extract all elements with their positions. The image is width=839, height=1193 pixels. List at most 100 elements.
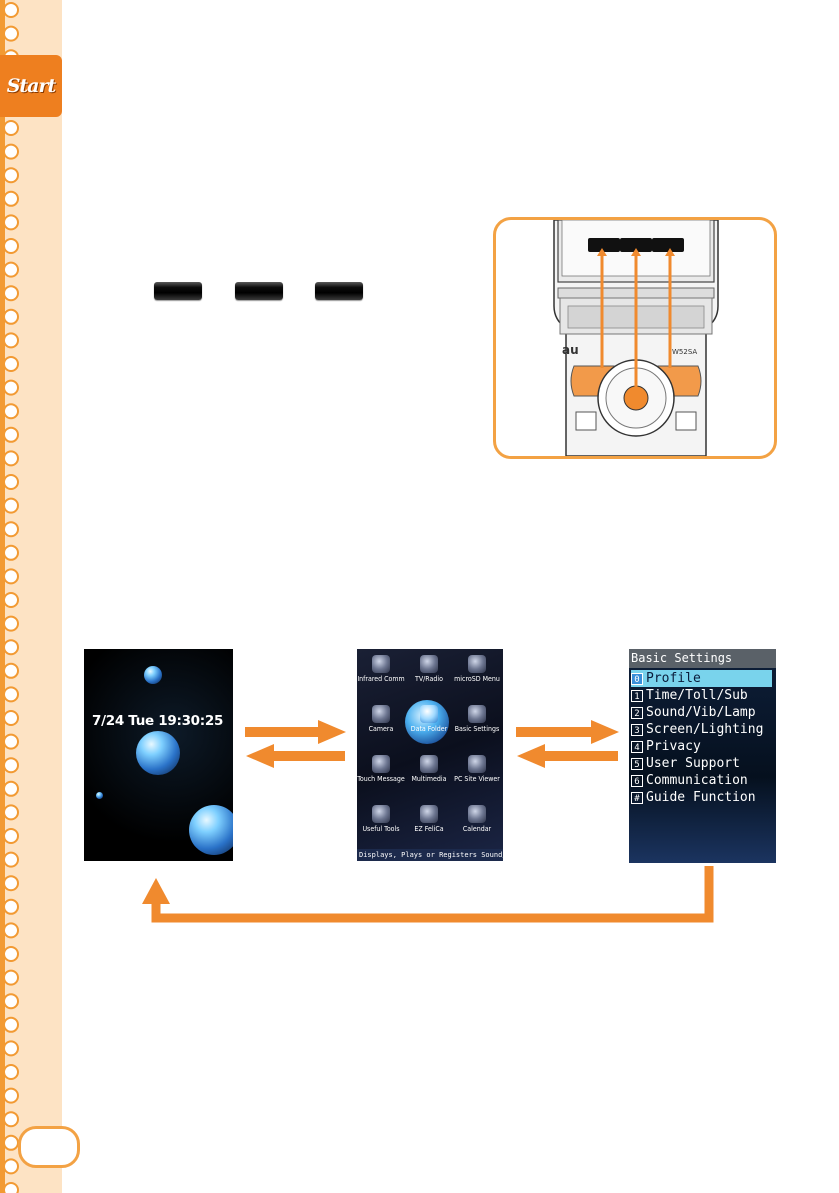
menu-item-touch-message[interactable]: Touch Message (357, 751, 405, 799)
menu-item-label: Camera (368, 725, 394, 733)
menu-item-multimedia[interactable]: Multimedia (405, 751, 453, 799)
menu-item-camera[interactable]: Camera (357, 701, 405, 749)
phone-keypad-drawing: au W52SA (553, 220, 719, 456)
binder-ring (3, 733, 19, 750)
main-menu-screen: Infrared Comm TV/Radio microSD Menu Came… (357, 649, 503, 861)
menu-item-label: Data Folder (410, 725, 448, 733)
bubble-decoration (136, 731, 180, 775)
settings-item-guide-function[interactable]: #Guide Function (631, 789, 776, 806)
standby-screen: 7/24 Tue 19:30:25 (84, 649, 233, 861)
toolbox-icon (372, 805, 390, 823)
binder-ring (3, 120, 19, 136)
menu-item-basic-settings[interactable]: Basic Settings (453, 701, 501, 749)
folder-icon (420, 705, 438, 723)
tv-icon (420, 655, 438, 673)
menu-item-tv-radio[interactable]: TV/Radio (405, 651, 453, 699)
menu-item-label: Infrared Comm (357, 675, 405, 683)
menu-item-infrared-comm[interactable]: Infrared Comm (357, 651, 405, 699)
settings-item-label: Sound/Vib/Lamp (646, 705, 756, 720)
binder-ring (3, 757, 19, 774)
menu-item-label: Useful Tools (362, 825, 400, 833)
binder-ring (3, 969, 19, 986)
menu-item-pc-site-viewer[interactable]: PC Site Viewer (453, 751, 501, 799)
menu-item-microsd-menu[interactable]: microSD Menu (453, 651, 501, 699)
start-tab: Start (0, 55, 62, 117)
multimedia-icon (420, 755, 438, 773)
binder-ring (3, 25, 19, 42)
binder-ring (3, 214, 19, 231)
menu-item-label: Calendar (462, 825, 492, 833)
binder-ring (3, 474, 19, 490)
binder-ring (3, 780, 19, 797)
message-icon (372, 755, 390, 773)
menu-item-ez-felica[interactable]: EZ FeliCa (405, 801, 453, 849)
binder-ring (3, 710, 19, 726)
menu-grid: Infrared Comm TV/Radio microSD Menu Came… (357, 651, 503, 849)
soft-key-bar-center (235, 282, 283, 300)
binder-ring (3, 497, 19, 514)
settings-item-label: Profile (646, 671, 701, 686)
strip-stripe (0, 0, 5, 1193)
binder-ring (3, 662, 19, 679)
item-number: # (631, 791, 643, 804)
gear-icon (468, 705, 486, 723)
binder-ring (3, 1158, 19, 1175)
settings-item-label: Communication (646, 773, 748, 788)
item-number: 2 (631, 706, 643, 719)
binder-ring (3, 1182, 19, 1193)
binder-ring (3, 851, 19, 868)
binder-ring (3, 143, 19, 160)
binder-ring (3, 450, 19, 467)
svg-text:au: au (562, 343, 579, 357)
arrow-right-standby-to-menu (245, 720, 346, 744)
binder-ring (3, 167, 19, 184)
soft-key-bar-right (315, 282, 363, 300)
menu-item-label: EZ FeliCa (414, 825, 444, 833)
menu-item-label: PC Site Viewer (454, 775, 500, 783)
item-number: 4 (631, 740, 643, 753)
menu-item-data-folder[interactable]: Data Folder (405, 701, 453, 749)
settings-item-label: Time/Toll/Sub (646, 688, 748, 703)
binder-ring (3, 521, 19, 538)
binder-ring (3, 592, 19, 608)
microsd-icon (468, 655, 486, 673)
standby-clock: 7/24 Tue 19:30:25 (92, 713, 224, 729)
binder-ring (3, 1087, 19, 1104)
start-tab-label: Start (6, 75, 57, 97)
binder-ring (3, 308, 19, 325)
binder-ring (3, 1064, 19, 1080)
menu-item-label: microSD Menu (454, 675, 500, 683)
settings-item-label: Screen/Lighting (646, 722, 764, 737)
bubble-decoration (144, 666, 162, 684)
menu-item-calendar[interactable]: Calendar (453, 801, 501, 849)
item-number: 1 (631, 689, 643, 702)
soft-key-bar-left (154, 282, 202, 300)
menu-item-label: Touch Message (357, 775, 405, 783)
menu-item-label: Basic Settings (454, 725, 500, 733)
binder-ring (3, 190, 19, 207)
binder-ring (3, 1111, 19, 1128)
infrared-icon (372, 655, 390, 673)
browser-icon (468, 755, 486, 773)
menu-item-label: Multimedia (411, 775, 447, 783)
binder-ring (3, 898, 19, 915)
binder-ring (3, 379, 19, 396)
binder-ring (3, 875, 19, 892)
binder-ring (3, 639, 19, 656)
binder-ring (3, 686, 19, 703)
binder-ring (3, 993, 19, 1010)
item-number: 5 (631, 757, 643, 770)
binder-ring (3, 568, 19, 585)
binder-ring (3, 828, 19, 844)
felica-icon (420, 805, 438, 823)
menu-item-useful-tools[interactable]: Useful Tools (357, 801, 405, 849)
calendar-icon (468, 805, 486, 823)
